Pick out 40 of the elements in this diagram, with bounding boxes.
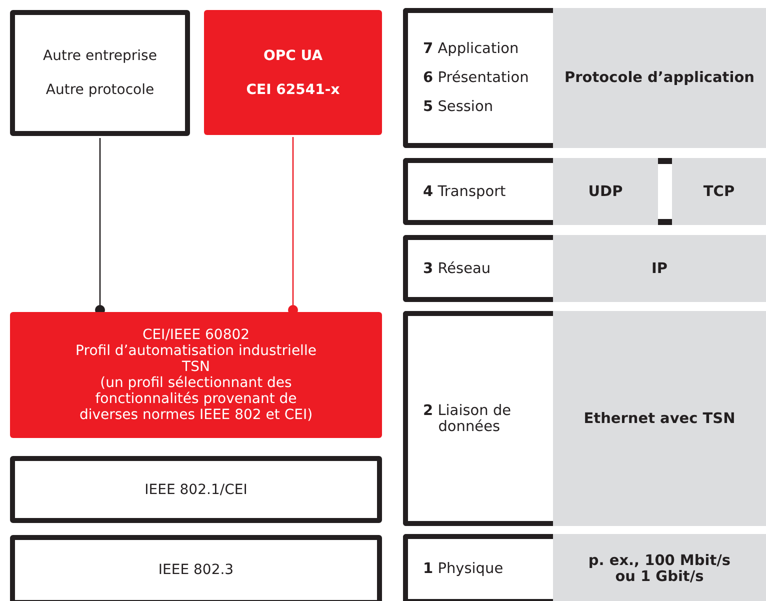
box-label: OPC UA	[263, 48, 323, 64]
profile-box	[10, 312, 382, 438]
box-label: (un profil sélectionnant des fonctionnalités provenant de diverses normes IEEE 802 et CEI)	[78, 375, 314, 423]
layer-label: 3 Réseau	[423, 260, 492, 276]
protocol-label: IP	[651, 260, 668, 276]
protocol-cell	[672, 158, 766, 225]
layer-box	[403, 8, 553, 148]
standard-box	[10, 10, 190, 136]
standard-box	[10, 535, 382, 601]
box-label: Autre entreprise	[43, 48, 157, 64]
protocol-cell	[553, 158, 658, 225]
connector-line	[95, 138, 105, 315]
box-label: CEI 62541-x	[246, 82, 340, 98]
box-label: CEI/IEEE 60802	[142, 327, 250, 343]
layer-label: 6 Présentation	[423, 70, 530, 86]
protocol-cell	[553, 534, 766, 601]
box-label: IEEE 802.3	[158, 562, 234, 578]
protocol-cell	[553, 235, 766, 302]
connector-line	[288, 137, 298, 315]
layer-label: 2 Liaison de données	[423, 402, 512, 434]
layer-box	[403, 311, 553, 526]
protocol-label: Ethernet avec TSN	[584, 410, 736, 426]
layer-label: 1 Physique	[423, 561, 504, 577]
box-label: Profil d’automatisation industrielle TSN	[74, 343, 318, 375]
layer-label: 5 Session	[423, 99, 494, 115]
layer-box	[403, 158, 553, 225]
layer-label: 4 Transport	[423, 184, 506, 200]
layer-box	[403, 235, 553, 302]
layer-box	[403, 534, 553, 601]
protocol-cell	[553, 311, 766, 526]
protocol-cell	[553, 8, 766, 148]
box-label: Autre protocole	[46, 82, 154, 98]
protocol-label: TCP	[703, 184, 735, 200]
layer-label: 7 Application	[423, 41, 520, 57]
protocol-label: p. ex., 100 Mbit/s ou 1 Gbit/s	[587, 553, 732, 585]
protocol-label: UDP	[588, 184, 623, 200]
standard-box	[10, 456, 382, 523]
standard-box	[204, 10, 382, 135]
box-label: IEEE 802.1/CEI	[144, 482, 248, 498]
protocol-label: Protocole d’application	[564, 70, 754, 86]
